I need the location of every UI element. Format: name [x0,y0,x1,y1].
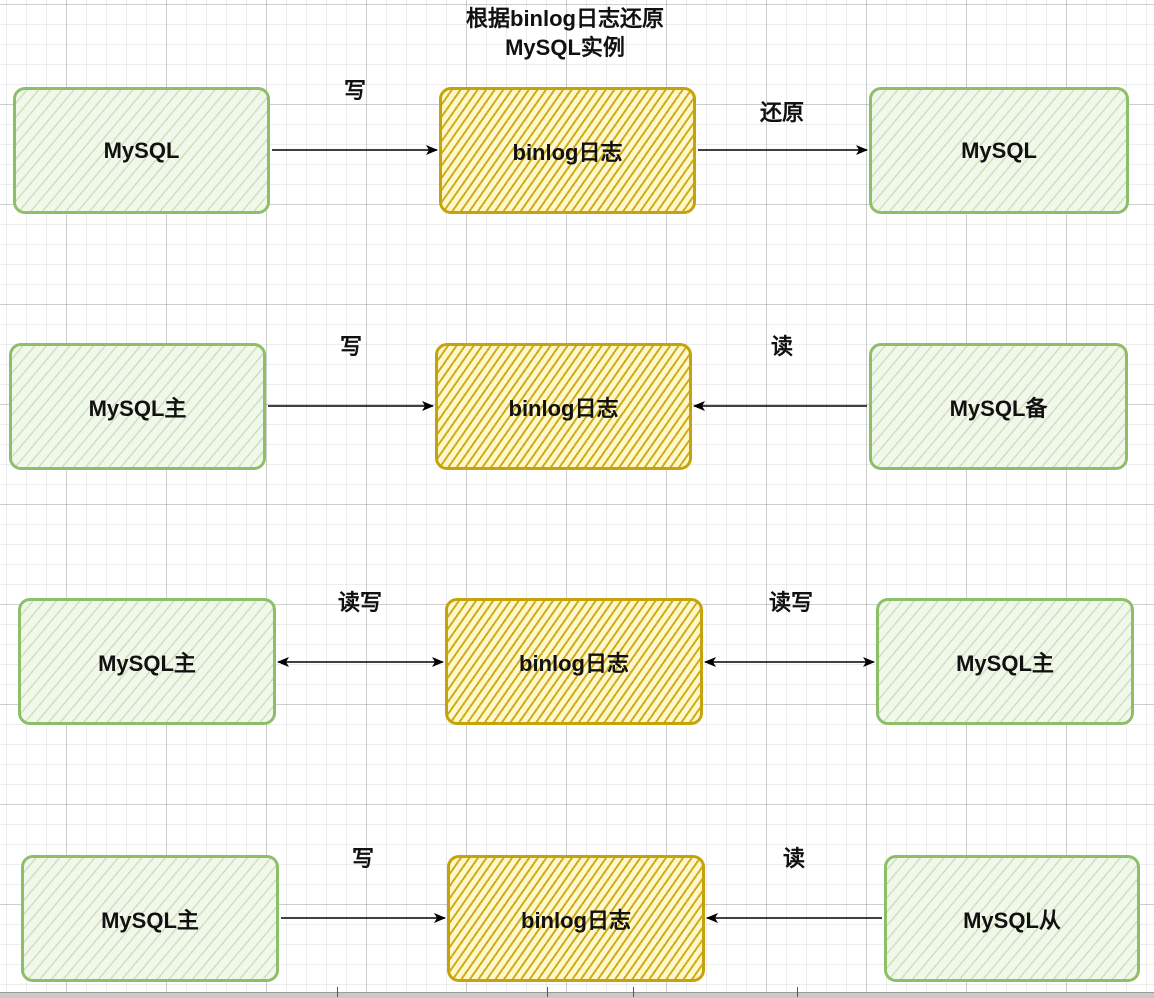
ruler-tick [337,987,338,997]
title-line-1: 根据binlog日志还原 [466,6,664,31]
row2-left-box-label: MySQL主 [88,395,187,421]
row1-right-edge-label: 还原 [759,100,805,125]
row2-right-edge-label: 读 [770,334,794,359]
row1-right-mysql-box[interactable]: MySQL [869,87,1129,214]
title-line-2: MySQL实例 [505,35,625,60]
bottom-scrollbar[interactable] [0,992,1154,998]
row3-right-edge-label: 读写 [768,590,814,615]
row3-left-box-label: MySQL主 [98,650,196,676]
row4-binlog-label: binlog日志 [521,907,631,933]
row2-binlog-label: binlog日志 [508,395,619,421]
row3-binlog-box[interactable]: binlog日志 [445,598,703,725]
row4-left-mysql-box[interactable]: MySQL主 [21,855,279,982]
row3-right-mysql-box[interactable]: MySQL主 [876,598,1134,725]
row4-right-edge-label: 读 [782,846,806,871]
row1-left-mysql-box[interactable]: MySQL [13,87,270,214]
row3-binlog-label: binlog日志 [519,650,629,676]
row1-left-box-label: MySQL [103,137,180,163]
diagram-title: 根据binlog日志还原 MySQL实例 [466,4,664,62]
row2-right-mysql-box[interactable]: MySQL备 [869,343,1128,470]
row3-left-mysql-box[interactable]: MySQL主 [18,598,276,725]
row1-left-edge-label: 写 [343,78,367,103]
row2-right-box-label: MySQL备 [949,395,1048,421]
row2-left-mysql-box[interactable]: MySQL主 [9,343,266,470]
row3-left-edge-label: 读写 [337,590,383,615]
row3-right-box-label: MySQL主 [956,650,1054,676]
row4-binlog-box[interactable]: binlog日志 [447,855,705,982]
ruler-tick [547,987,548,997]
row4-right-box-label: MySQL从 [963,907,1061,933]
ruler-tick [633,987,634,997]
row1-binlog-label: binlog日志 [512,139,623,165]
row1-right-box-label: MySQL [961,137,1037,163]
row2-left-edge-label: 写 [339,334,363,359]
row4-right-mysql-box[interactable]: MySQL从 [884,855,1140,982]
row1-binlog-box[interactable]: binlog日志 [439,87,696,214]
ruler-tick [797,987,798,997]
row4-left-edge-label: 写 [351,846,375,871]
row2-binlog-box[interactable]: binlog日志 [435,343,692,470]
row4-left-box-label: MySQL主 [101,907,199,933]
